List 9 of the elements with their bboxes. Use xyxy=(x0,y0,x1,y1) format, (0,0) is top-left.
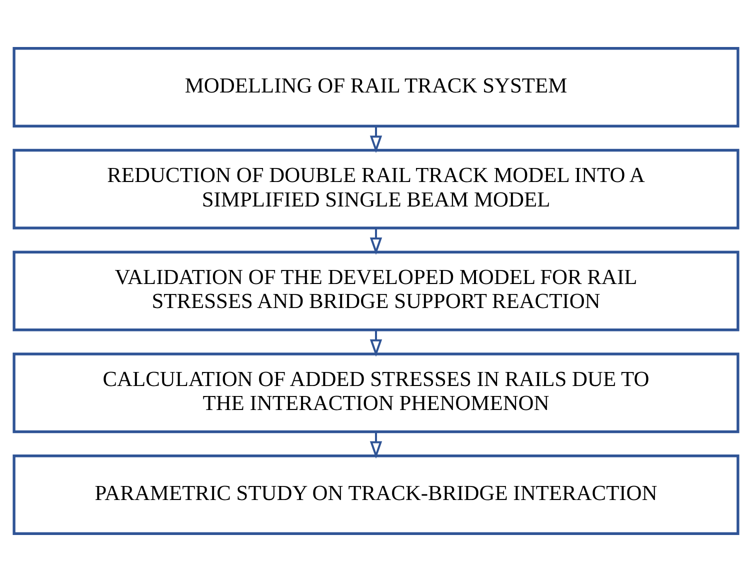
arrow xyxy=(370,330,382,356)
arrow xyxy=(370,126,382,153)
arrow xyxy=(370,228,382,254)
node-box: REDUCTION OF DOUBLE RAIL TRACK MODEL INTO A SIMPLIFIED SINGLE BEAM MODEL xyxy=(12,148,740,229)
node-box: MODELLING OF RAIL TRACK SYSTEM xyxy=(12,46,740,127)
node-box: CALCULATION OF ADDED STRESSES IN RAILS DUE TO THE INTERACTION PHENOMENON xyxy=(12,352,740,433)
arrow xyxy=(370,432,382,458)
node-box: VALIDATION OF THE DEVELOPED MODEL FOR RAIL STRESSES AND BRIDGE SUPPORT REACTION xyxy=(12,250,740,331)
node-box: PARAMETRIC STUDY ON TRACK-BRIDGE INTERACTION xyxy=(12,454,740,534)
